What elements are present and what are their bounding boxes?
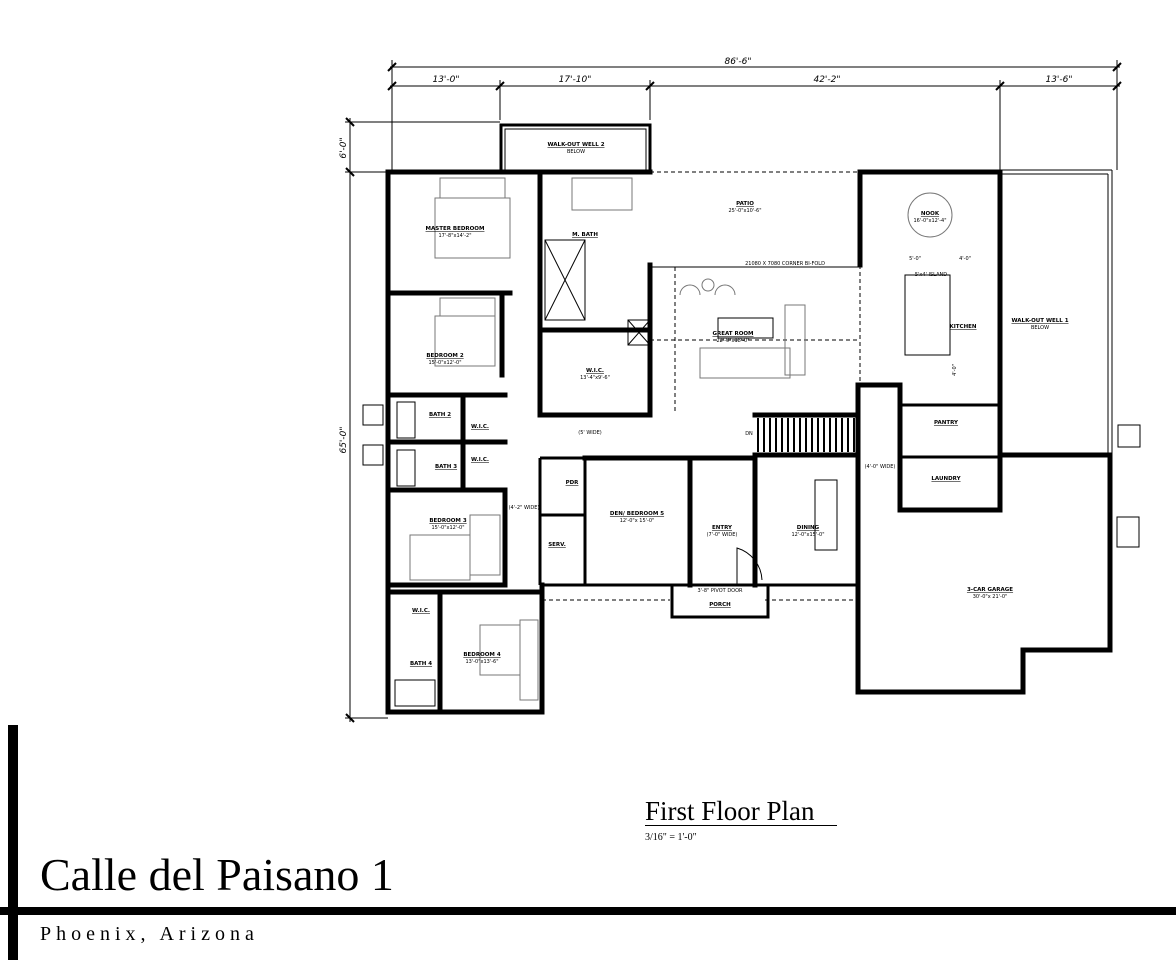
title-block-vertical-bar	[8, 725, 18, 960]
room-name: BATH 2	[429, 412, 451, 418]
room-size: 15'-0"x12'-0"	[428, 360, 461, 366]
note-hall-width: (5' WIDE)	[578, 430, 602, 436]
room-name: LAUNDRY	[931, 476, 961, 482]
room-size: 12'-0"x15'-0"	[791, 532, 824, 538]
room-size: (7'-0" WIDE)	[707, 532, 738, 538]
note-hall-width: (4'-0" WIDE)	[865, 464, 896, 470]
dim-segment: 42'-2"	[813, 75, 840, 85]
room-name: BATH 3	[435, 464, 457, 470]
room-name: WALK-OUT WELL 1	[1011, 318, 1068, 324]
note-stair-down: DN	[745, 431, 753, 437]
room-size: 17'-8"x14'-2"	[438, 233, 471, 239]
room-name: WALK-OUT WELL 2	[547, 142, 604, 148]
room-name: ENTRY	[712, 525, 733, 531]
room-name: BEDROOM 3	[429, 518, 466, 524]
room-size: 13'-4"x9'-6"	[580, 375, 610, 381]
furniture	[362, 177, 1141, 707]
room-name: KITCHEN	[949, 324, 976, 330]
room-name: W.I.C.	[586, 368, 604, 374]
room-size: 30'-0"x 21'-0"	[973, 594, 1008, 600]
room-size: 12'-0"x 15'-0"	[620, 518, 655, 524]
room-name: MASTER BEDROOM	[426, 226, 485, 232]
note-island-dim: 4'-0"	[959, 256, 971, 262]
room-size: BELOW	[567, 149, 585, 155]
room-name: BEDROOM 2	[426, 353, 463, 359]
room-name: NOOK	[921, 211, 940, 217]
dim-overall-depth: 65'-0"	[339, 426, 349, 453]
room-size: 13'-0"x13'-6"	[465, 659, 498, 665]
walls	[385, 123, 1113, 715]
note-kitchen-dim: 4'-0"	[952, 364, 958, 376]
dim-left-top: 6'-0"	[339, 137, 349, 158]
dim-segment: 13'-0"	[432, 75, 459, 85]
room-name: GREAT ROOM	[712, 331, 753, 337]
title-block-horizontal-bar	[0, 907, 1176, 915]
room-name: PATIO	[736, 201, 754, 207]
room-size: 22'-0"x18'-0"	[716, 338, 749, 344]
sheet-title: First Floor Plan	[645, 798, 837, 826]
note-island: 5'x4' ISLAND	[915, 272, 947, 278]
room-name: DINING	[797, 525, 820, 531]
room-name: PORCH	[709, 602, 731, 608]
room-name: M. BATH	[572, 232, 598, 238]
project-name: Calle del Paisano 1	[40, 849, 394, 900]
project-location: Phoenix, Arizona	[40, 923, 259, 945]
room-name: PANTRY	[934, 420, 959, 426]
dimension-lines: 86'-6" 13'-0" 17'-10" 42'-2" 13'-6" 6'-0…	[339, 57, 1122, 723]
room-size: BELOW	[1031, 325, 1049, 331]
room-name: SERV.	[548, 542, 566, 548]
room-size: 16'-0"x12'-4"	[913, 218, 946, 224]
room-name: BEDROOM 4	[463, 652, 500, 658]
room-name: W.I.C.	[471, 424, 489, 430]
note-hall-width: (4'-2" WIDE)	[509, 505, 540, 511]
dim-overall-width: 86'-6"	[724, 57, 751, 67]
plan-notes: 21080 X 7080 CORNER BI-FOLD 5'x4' ISLAND…	[509, 256, 971, 594]
sheet-scale: 3/16" = 1'-0"	[645, 832, 697, 843]
room-name: W.I.C.	[471, 457, 489, 463]
note-bifold: 21080 X 7080 CORNER BI-FOLD	[745, 261, 825, 267]
room-name: 3-CAR GARAGE	[967, 587, 1013, 593]
room-size: 25'-0"x10'-6"	[728, 208, 761, 214]
note-island-dim: 5'-0"	[909, 256, 921, 262]
dim-segment: 17'-10"	[559, 75, 592, 85]
room-size: 15'-0"x12'-0"	[431, 525, 464, 531]
room-name: W.I.C.	[412, 608, 430, 614]
room-name: PDR	[566, 480, 580, 486]
room-name: DEN/ BEDROOM 5	[610, 511, 664, 517]
note-pivot-door: 3'-8" PIVOT DOOR	[697, 588, 743, 594]
room-name: BATH 4	[410, 661, 432, 667]
dim-segment: 13'-6"	[1045, 75, 1072, 85]
stairs	[757, 418, 855, 452]
